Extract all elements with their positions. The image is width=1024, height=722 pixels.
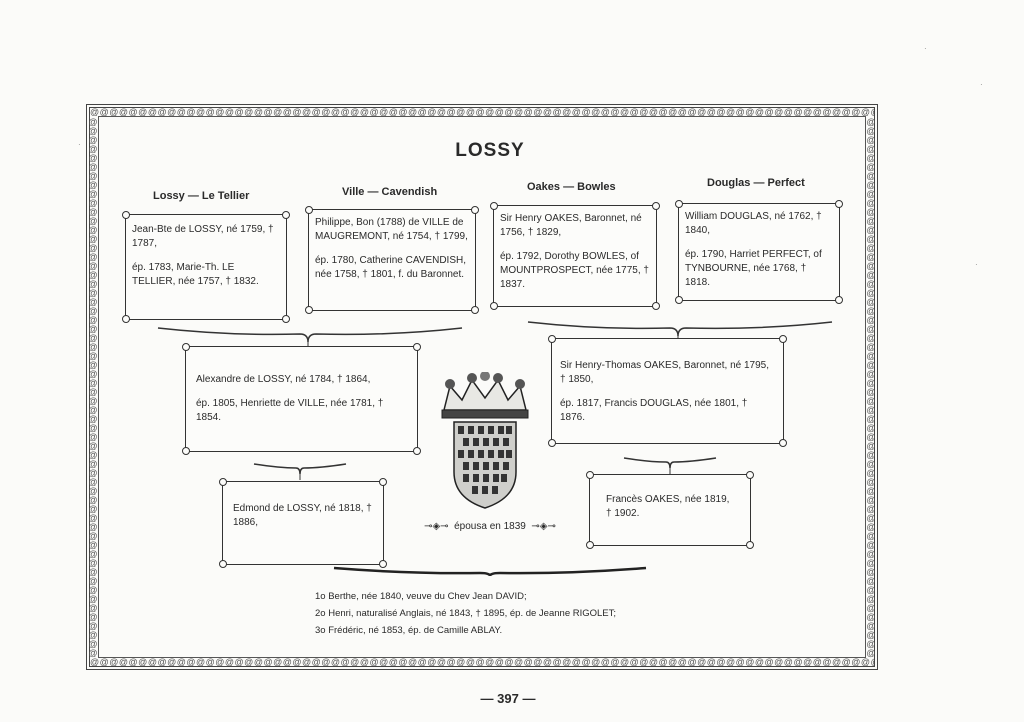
scan-speck: · <box>980 80 983 89</box>
marriage-text: ép. 1792, Dorothy BOWLES, of MOUNTPROSPE… <box>500 251 649 290</box>
scan-speck: · <box>924 44 927 53</box>
person-box-edmond-de-lossy: Edmond de LOSSY, né 1818, † 1886, <box>219 478 387 568</box>
person-box-ville-cavendish: Philippe, Bon (1788) de VILLE de MAUGREM… <box>305 206 479 314</box>
brace-connector-oakes <box>623 457 717 474</box>
column-heading-lossy-le-tellier: Lossy — Le Tellier <box>153 190 250 202</box>
person-box-oakes-bowles: Sir Henry OAKES, Baronnet, né 1756, † 18… <box>490 202 660 310</box>
marriage-label: épousa en 1839 <box>454 521 526 532</box>
marriage-connector: ⊸◈⊸ épousa en 1839 ⊸◈⊸ <box>420 521 560 532</box>
ornamental-border-outer <box>86 104 878 670</box>
person-text: Sir Henry-Thomas OAKES, Baronnet, né 179… <box>560 360 769 385</box>
scroll-ornament-right: @@@@@@@@@@@@@@@@@@@@@@@@@@@@@@@@@@@@@@@@… <box>866 118 876 658</box>
person-text: William DOUGLAS, né 1762, † 1840, <box>685 211 822 236</box>
person-text: Sir Henry OAKES, Baronnet, né 1756, † 18… <box>500 213 642 238</box>
ornament-right-icon: ⊸◈⊸ <box>531 521 556 532</box>
scan-speck: · <box>975 260 978 269</box>
ornament-left-icon: ⊸◈⊸ <box>424 521 449 532</box>
list-item: 2o Henri, naturalisé Anglais, né 1843, †… <box>315 608 617 619</box>
person-text: Edmond de LOSSY, né 1818, † 1886, <box>233 503 372 528</box>
children-brace <box>333 566 647 577</box>
person-box-douglas-perfect: William DOUGLAS, né 1762, † 1840, ép. 17… <box>675 200 843 304</box>
scroll-ornament-left: @@@@@@@@@@@@@@@@@@@@@@@@@@@@@@@@@@@@@@@@… <box>88 118 98 658</box>
scroll-ornament-bottom: @@@@@@@@@@@@@@@@@@@@@@@@@@@@@@@@@@@@@@@@… <box>90 658 874 666</box>
marriage-text: ép. 1817, Francis DOUGLAS, née 1801, † 1… <box>560 398 748 423</box>
person-text: Jean-Bte de LOSSY, né 1759, † 1787, <box>132 224 274 249</box>
marriage-text: ép. 1783, Marie-Th. LE TELLIER, née 1757… <box>132 262 259 287</box>
person-box-lossy-le-tellier: Jean-Bte de LOSSY, né 1759, † 1787, ép. … <box>122 211 290 323</box>
person-box-frances-oakes: Francès OAKES, née 1819, † 1902. <box>586 471 754 549</box>
page-title: LOSSY <box>455 140 525 161</box>
person-text: Francès OAKES, née 1819, † 1902. <box>606 494 730 519</box>
ornamental-border-inner <box>98 116 866 658</box>
page-number: — 397 — <box>480 691 536 706</box>
scroll-ornament-top: @@@@@@@@@@@@@@@@@@@@@@@@@@@@@@@@@@@@@@@@… <box>90 108 874 116</box>
coat-of-arms-icon <box>441 372 529 509</box>
marriage-text: ép. 1805, Henriette de VILLE, née 1781, … <box>196 398 384 423</box>
marriage-text: ép. 1780, Catherine CAVENDISH, née 1758,… <box>315 255 467 280</box>
person-text: Philippe, Bon (1788) de VILLE de MAUGREM… <box>315 217 468 242</box>
list-item: 3o Frédéric, né 1853, ép. de Camille ABL… <box>315 625 503 636</box>
children-list: 1o Berthe, née 1840, veuve du Chev Jean … <box>315 588 616 639</box>
column-heading-oakes-bowles: Oakes — Bowles <box>527 181 616 193</box>
person-box-alexandre-de-lossy: Alexandre de LOSSY, né 1784, † 1864, ép.… <box>182 343 421 455</box>
column-heading-ville-cavendish: Ville — Cavendish <box>342 186 438 198</box>
column-heading-douglas-perfect: Douglas — Perfect <box>707 177 805 189</box>
list-item: 1o Berthe, née 1840, veuve du Chev Jean … <box>315 591 527 602</box>
person-box-henry-thomas-oakes: Sir Henry-Thomas OAKES, Baronnet, né 179… <box>548 335 787 447</box>
scan-speck: · <box>78 140 81 149</box>
person-text: Alexandre de LOSSY, né 1784, † 1864, <box>196 374 371 385</box>
brace-connector-lossy <box>253 463 347 480</box>
marriage-text: ép. 1790, Harriet PERFECT, of TYNBOURNE,… <box>685 249 822 288</box>
